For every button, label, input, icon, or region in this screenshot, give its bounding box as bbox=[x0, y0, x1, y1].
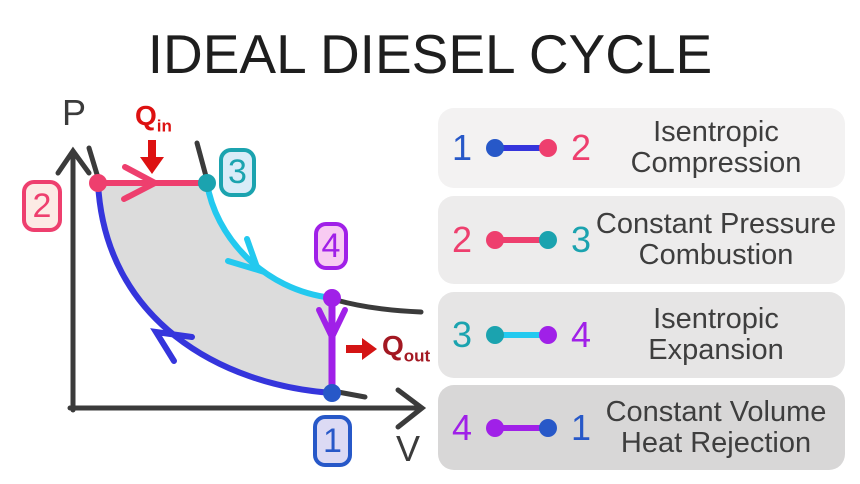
qout-symbol: Q bbox=[382, 330, 404, 361]
cycle-area-fill bbox=[98, 183, 332, 393]
state-badge-2-label: 2 bbox=[32, 186, 52, 225]
adiabat-continuation-above-3 bbox=[194, 140, 210, 183]
legend-line-icon bbox=[494, 424, 549, 431]
direction-arrow-4-1-icon bbox=[316, 307, 348, 344]
state-badge-4-label: 4 bbox=[321, 226, 341, 265]
legend-description-line2: Heat Rejection bbox=[620, 426, 812, 459]
legend-to-number: 4 bbox=[570, 314, 592, 355]
legend-to-dot-icon bbox=[539, 418, 557, 437]
legend-from-number: 3 bbox=[451, 314, 473, 355]
adiabat-continuation-right-of-1 bbox=[335, 389, 368, 400]
y-axis-arrowhead-icon bbox=[55, 146, 92, 176]
x-axis-arrowhead-icon bbox=[395, 387, 427, 430]
legend-description-line1: Isentropic bbox=[653, 303, 779, 335]
state-badge-3: 3 bbox=[219, 148, 256, 197]
legend-description-line1: Constant Pressure bbox=[595, 208, 837, 240]
legend-description: Constant Volume Heat Rejection bbox=[595, 395, 837, 459]
legend-row-isentropic-expansion: 3 4 Isentropic Expansion bbox=[438, 292, 845, 378]
legend-to-dot-icon bbox=[539, 326, 557, 344]
state-badge-4: 4 bbox=[314, 222, 348, 270]
legend-from-dot-icon bbox=[486, 418, 504, 437]
legend-description: Constant Pressure Combustion bbox=[595, 209, 837, 271]
qin-subscript: in bbox=[156, 116, 172, 136]
qout-arrow-icon bbox=[346, 338, 377, 360]
legend-line-icon bbox=[494, 332, 549, 338]
legend-description-line2: Combustion bbox=[638, 239, 794, 271]
legend-connector-2-3 bbox=[486, 231, 557, 249]
process-3-4-isentropic-expansion-curve bbox=[204, 180, 335, 301]
heat-in-label: Qin bbox=[135, 100, 172, 137]
legend-line-icon bbox=[494, 237, 549, 243]
legend-line-icon bbox=[494, 145, 549, 151]
pressure-axis-label: P bbox=[62, 92, 87, 133]
state-badge-1: 1 bbox=[313, 415, 352, 467]
legend-from-number: 4 bbox=[451, 406, 473, 448]
qin-arrow-icon bbox=[140, 140, 164, 174]
state-badge-3-label: 3 bbox=[228, 153, 247, 191]
legend-from-dot-icon bbox=[486, 326, 504, 344]
legend-from-number: 1 bbox=[451, 127, 473, 168]
direction-arrow-3-4-icon bbox=[225, 236, 263, 275]
legend-to-number: 2 bbox=[570, 127, 592, 168]
legend-description-line2: Compression bbox=[630, 147, 802, 179]
legend-row-isentropic-compression: 1 2 Isentropic Compression bbox=[438, 108, 845, 188]
point-4-dot bbox=[323, 289, 341, 307]
legend-connector-4-1 bbox=[486, 418, 557, 437]
adiabat-continuation-right-of-4 bbox=[333, 297, 424, 315]
legend-to-number: 1 bbox=[570, 406, 592, 448]
process-legend: 1 2 Isentropic Compression 2 3 Constant … bbox=[438, 108, 845, 470]
legend-connector-3-4 bbox=[486, 326, 557, 344]
point-2-dot bbox=[89, 174, 107, 192]
legend-description-line2: Expansion bbox=[648, 334, 784, 366]
legend-to-number: 3 bbox=[570, 219, 592, 260]
point-3-dot bbox=[198, 174, 216, 192]
legend-description-line1: Constant Volume bbox=[605, 395, 827, 428]
legend-row-constant-volume-heat-rejection: 4 1 Constant Volume Heat Rejection bbox=[438, 385, 845, 470]
legend-to-dot-icon bbox=[539, 231, 557, 249]
legend-connector-1-2 bbox=[486, 139, 557, 157]
qin-symbol: Q bbox=[135, 100, 157, 131]
heat-out-label: Qout bbox=[382, 330, 430, 367]
direction-arrow-2-3-icon bbox=[121, 164, 162, 202]
legend-from-dot-icon bbox=[486, 231, 504, 249]
qout-subscript: out bbox=[403, 346, 431, 366]
legend-from-dot-icon bbox=[486, 139, 504, 157]
legend-description-line1: Isentropic bbox=[653, 116, 779, 148]
state-badge-1-label: 1 bbox=[323, 421, 342, 460]
volume-axis-label: V bbox=[396, 428, 421, 469]
legend-description: Isentropic Expansion bbox=[595, 304, 837, 366]
legend-to-dot-icon bbox=[539, 139, 557, 157]
point-1-dot bbox=[323, 384, 341, 402]
legend-row-constant-pressure-combustion: 2 3 Constant Pressure Combustion bbox=[438, 196, 845, 284]
direction-arrow-1-2-icon bbox=[150, 328, 195, 364]
legend-description: Isentropic Compression bbox=[595, 117, 837, 179]
legend-from-number: 2 bbox=[451, 219, 473, 260]
state-badge-2: 2 bbox=[22, 180, 62, 232]
page-title: IDEAL DIESEL CYCLE bbox=[147, 23, 713, 85]
